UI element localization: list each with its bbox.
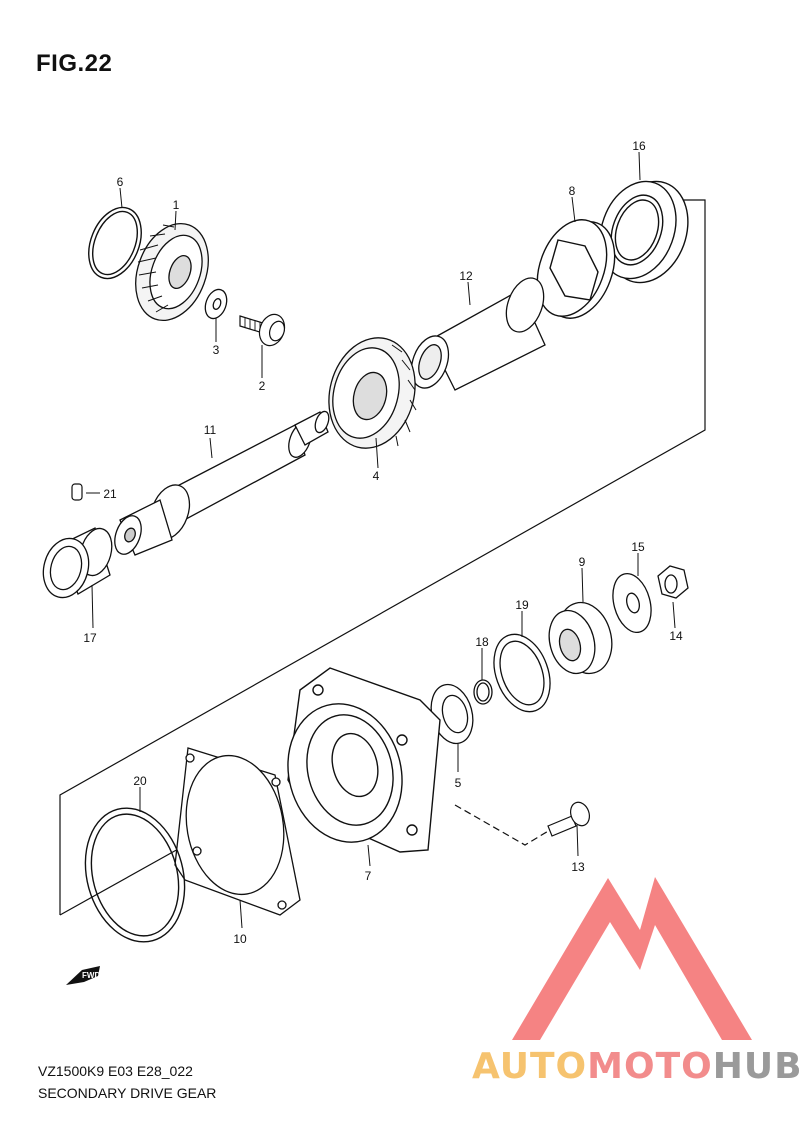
part-number-13: 13 — [571, 860, 585, 874]
part-3-washer — [204, 288, 228, 320]
part-16-oil-seal — [599, 180, 689, 284]
part-number-9: 9 — [579, 555, 586, 569]
leader-lines — [86, 151, 676, 929]
part-number-15: 15 — [631, 540, 645, 554]
part-9-coupling — [548, 601, 613, 675]
part-number-10: 10 — [233, 932, 247, 946]
part-number-7: 7 — [365, 869, 372, 883]
part-number-12: 12 — [459, 269, 473, 283]
part-number-17: 17 — [83, 631, 97, 645]
watermark-logo — [512, 877, 752, 1040]
part-number-5: 5 — [455, 776, 462, 790]
watermark-part1: AUTO — [472, 1046, 588, 1087]
figure-code: VZ1500K9 E03 E28_022 — [38, 1063, 193, 1079]
part-1-bevel-gear — [135, 222, 209, 322]
part-number-1: 1 — [173, 198, 180, 212]
part-17-bearing — [42, 527, 113, 599]
part-8-hex-spacer — [536, 219, 616, 319]
part-number-19: 19 — [515, 598, 529, 612]
part-number-8: 8 — [569, 184, 576, 198]
part-21-dowel-pin — [71, 483, 83, 501]
figure-name: SECONDARY DRIVE GEAR — [38, 1085, 217, 1101]
part-6-oring — [88, 206, 142, 280]
part-number-2: 2 — [259, 379, 266, 393]
figure-title: FIG.22 — [36, 50, 113, 77]
watermark-part2: MOTO — [587, 1046, 713, 1087]
part-2-bolt — [239, 313, 286, 347]
part-number-11: 11 — [204, 423, 217, 437]
fwd-label: FWD — [82, 971, 100, 980]
part-4-bevel-gear — [328, 337, 417, 449]
part-number-4: 4 — [373, 469, 380, 483]
watermark-wordmark: AUTOMOTOHUB — [472, 1046, 800, 1087]
part-number-21: 21 — [103, 487, 117, 501]
part-19-oil-seal — [493, 633, 551, 713]
part-10-gasket — [174, 747, 301, 916]
part-number-14: 14 — [669, 629, 683, 643]
assembly-frame — [59, 199, 706, 916]
part-number-18: 18 — [475, 635, 489, 649]
part-12-sleeve — [410, 277, 546, 391]
part-13-bolt — [547, 801, 591, 837]
fwd-arrow-icon: FWD — [66, 966, 100, 985]
part-number-3: 3 — [213, 343, 220, 357]
part-number-20: 20 — [133, 774, 147, 788]
part-number-6: 6 — [117, 175, 124, 189]
part-14-nut — [657, 565, 689, 599]
watermark-part3: HUB — [712, 1046, 800, 1087]
part-18-oring — [473, 679, 493, 705]
part-15-washer — [612, 573, 652, 633]
part-7-housing — [287, 667, 441, 853]
part-number-16: 16 — [632, 139, 646, 153]
part-20-oring — [84, 807, 186, 943]
part-11-shaft — [114, 410, 330, 556]
